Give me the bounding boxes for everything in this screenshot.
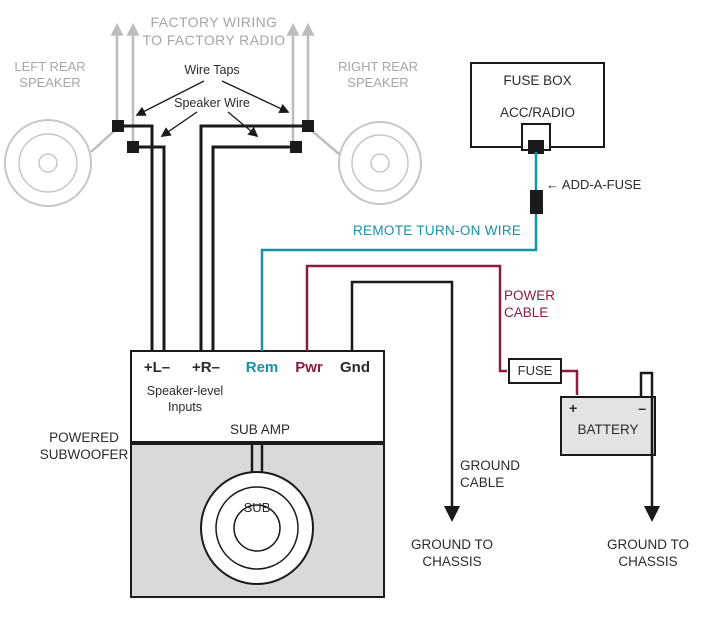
battery-label: BATTERY (577, 422, 639, 437)
fuse-box-title: FUSE BOX (503, 73, 572, 88)
battery: + – BATTERY (560, 396, 656, 456)
powered-subwoofer-label: POWERED SUBWOOFER (39, 430, 129, 462)
speaker-wire-right-2 (211, 145, 296, 351)
inline-fuse-label: FUSE (517, 363, 553, 378)
speaker-wire-left-1 (114, 124, 154, 351)
wire-tap-4 (290, 141, 302, 153)
battery-plus-terminal: + (569, 400, 578, 416)
amp-terminal-remote: Rem (245, 359, 279, 376)
power-cable-fuse-to-battery (562, 369, 579, 395)
sub-cone-label: SUB (243, 500, 271, 515)
amp-terminal-right-input: +R– (192, 359, 220, 376)
speaker-wire-pointer-left (160, 111, 198, 137)
remote-turn-on-wire (260, 152, 538, 351)
speaker-wire-left-2 (129, 145, 166, 351)
acc-radio-label: ACC/RADIO (499, 105, 576, 120)
fuse-box: FUSE BOX ACC/RADIO (470, 62, 605, 148)
amp-terminal-ground: Gnd (340, 359, 370, 376)
factory-wiring-label: FACTORY WIRING TO FACTORY RADIO (142, 14, 286, 48)
battery-minus-terminal: – (638, 400, 646, 416)
wire-tap-1 (112, 120, 124, 132)
remote-turn-on-label: REMOTE TURN-ON WIRE (353, 223, 522, 238)
left-rear-speaker-icon (4, 119, 92, 207)
right-speaker-lead (310, 129, 340, 155)
amp-terminal-power: Pwr (295, 359, 323, 376)
right-rear-speaker-icon (338, 121, 422, 205)
amp-terminal-left-input: +L– (143, 359, 171, 376)
speaker-level-inputs-label: Speaker-level Inputs (146, 384, 224, 414)
add-a-fuse-holder (530, 190, 543, 214)
power-cable-label: POWER CABLE (504, 288, 556, 320)
left-rear-speaker-label: LEFT REAR SPEAKER (14, 59, 86, 90)
wire-taps-label: Wire Taps (184, 63, 240, 77)
ground-to-chassis-battery-label: GROUND TO CHASSIS (606, 537, 690, 569)
subwoofer-enclosure (130, 443, 385, 598)
speaker-wire-label: Speaker Wire (174, 96, 250, 110)
wire-tap-3 (302, 120, 314, 132)
speaker-wire-pointer-right (227, 111, 259, 138)
add-a-fuse-label: ← ADD-A-FUSE (546, 177, 642, 192)
ground-cable-label: GROUND CABLE (460, 458, 520, 490)
sub-amp-label: SUB AMP (229, 422, 291, 437)
speaker-wire-right-1 (199, 124, 308, 351)
sub-amp: +L– +R– Rem Pwr Gnd Speaker-level Inputs… (130, 350, 385, 443)
left-speaker-lead (90, 130, 115, 153)
inline-fuse: FUSE (508, 358, 562, 384)
wire-tap-2 (127, 141, 139, 153)
ground-to-chassis-amp-label: GROUND TO CHASSIS (410, 537, 494, 569)
right-rear-speaker-label: RIGHT REAR SPEAKER (338, 59, 418, 90)
